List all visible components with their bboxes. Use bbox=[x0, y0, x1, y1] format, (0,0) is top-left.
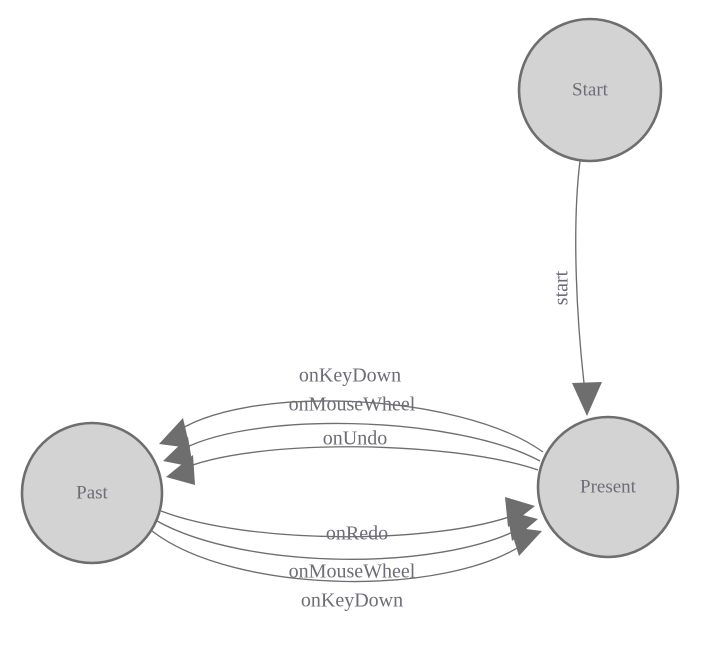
node-start[interactable]: Start bbox=[517, 17, 663, 163]
edge-path-past-present-keydown bbox=[151, 530, 529, 583]
edge-start-to-present[interactable]: start bbox=[551, 160, 602, 416]
edge-label-past-present-redo: onRedo bbox=[326, 523, 388, 545]
arrowhead-present-past-keydown bbox=[159, 418, 190, 448]
edge-label-present-past-undo: onUndo bbox=[323, 428, 387, 450]
edge-label-present-past-keydown: onKeyDown bbox=[299, 365, 401, 387]
node-past[interactable]: Past bbox=[20, 421, 164, 565]
node-present-label: Present bbox=[580, 476, 637, 497]
edge-label-present-past-wheel: onMouseWheel bbox=[289, 394, 416, 416]
arrowhead-start-present bbox=[572, 382, 602, 416]
node-present[interactable]: Present bbox=[536, 415, 680, 559]
edge-path-present-past-undo bbox=[179, 446, 539, 471]
edge-label-start: start bbox=[551, 270, 573, 305]
arrowhead-present-past-wheel bbox=[163, 437, 193, 467]
edge-path-present-past-keydown bbox=[171, 400, 544, 453]
edge-path-present-past-wheel bbox=[175, 422, 541, 462]
edge-label-past-present-keydown: onKeyDown bbox=[301, 590, 403, 612]
edge-present-to-past-onundo[interactable]: onUndo bbox=[166, 428, 539, 485]
edge-path-start-present bbox=[575, 160, 587, 401]
edge-path-past-present-redo bbox=[160, 510, 521, 538]
edge-label-past-present-wheel: onMouseWheel bbox=[289, 561, 416, 583]
edge-path-past-present-wheel bbox=[156, 520, 524, 560]
node-past-circle bbox=[20, 421, 164, 565]
node-start-label: Start bbox=[572, 79, 609, 100]
edge-past-to-present-onkeydown[interactable]: onKeyDown bbox=[151, 527, 542, 612]
node-start-circle bbox=[517, 17, 663, 163]
edge-present-to-past-onkeydown[interactable]: onKeyDown bbox=[159, 365, 544, 453]
node-present-circle bbox=[536, 415, 680, 559]
arrowhead-past-present-keydown bbox=[510, 527, 542, 556]
edge-present-to-past-onmousewheel[interactable]: onMouseWheel bbox=[163, 394, 541, 467]
arrowhead-present-past-undo bbox=[166, 455, 195, 485]
node-past-label: Past bbox=[76, 482, 108, 503]
edge-past-to-present-onredo[interactable]: onRedo bbox=[160, 497, 535, 545]
